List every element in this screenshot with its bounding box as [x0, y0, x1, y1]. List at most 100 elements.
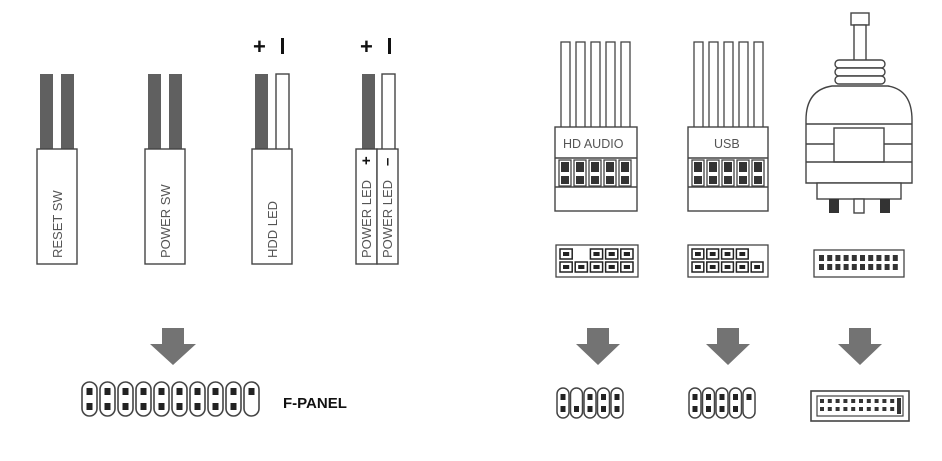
connector-housing [144, 148, 186, 265]
usb-wires [693, 41, 764, 129]
usb3-strain-ring [834, 59, 886, 69]
header-pin-cell [171, 381, 188, 417]
header-pin-cell [153, 381, 170, 417]
wire-white [693, 41, 704, 129]
plug-pin [746, 394, 752, 400]
header-pin [230, 388, 237, 395]
pin-window-contact [724, 176, 732, 184]
usb-connector: USB [687, 41, 769, 212]
usb3-latch [880, 199, 890, 213]
hdd-led-minus [281, 38, 284, 54]
header-pin [608, 252, 615, 256]
usb3-plug-base [816, 182, 902, 200]
pin-window-contact [694, 176, 702, 184]
plug-pin [851, 399, 856, 403]
usb3-connector [805, 12, 913, 214]
plug-pin [843, 407, 848, 411]
hd-audio-wires [560, 41, 631, 129]
down-arrow-icon [706, 328, 750, 365]
header-pin [819, 264, 824, 270]
header-pin [709, 252, 716, 256]
usb3-plug-window [833, 127, 885, 163]
plug-pin [820, 399, 824, 403]
plug-pin [574, 406, 579, 412]
plug-pin [733, 406, 738, 412]
plug-pin [587, 394, 593, 400]
plug-pin [601, 394, 606, 400]
plug-pin [587, 406, 593, 412]
plug-pin [851, 407, 856, 411]
header-pin [212, 403, 219, 410]
plug-pin-cell [701, 387, 716, 419]
header-pin [876, 255, 882, 261]
wire-white [575, 41, 586, 129]
header-pin [709, 265, 716, 269]
header-pin [892, 255, 898, 261]
pin-window-contact [591, 176, 599, 184]
pin-window-contact [576, 162, 584, 172]
header-pin [563, 252, 570, 256]
pin-window-contact [621, 176, 629, 184]
header-pin [724, 252, 731, 256]
plug-pin [890, 407, 895, 411]
pin-window-contact [709, 176, 717, 184]
header-pin-cell [99, 381, 116, 417]
wire-dark [61, 74, 74, 152]
header-pin [835, 264, 841, 270]
plug-pin [614, 406, 620, 412]
reset-sw-connector: RESET SW [36, 74, 78, 265]
header-pin [868, 264, 874, 270]
plug-pin [733, 394, 738, 400]
header-pin-cell [225, 381, 242, 417]
header-pin [876, 264, 882, 270]
plug-pin-cell [728, 387, 743, 419]
wire-white [620, 41, 631, 129]
header-pin [176, 403, 183, 410]
header-pin [230, 403, 237, 410]
header-pin [140, 388, 147, 395]
power-led-plus: + [360, 34, 373, 59]
header-pin [860, 255, 865, 261]
wire-white [723, 41, 734, 129]
plug-pin-cell [596, 387, 611, 419]
plug-pin [706, 394, 711, 400]
plug-pin [692, 406, 698, 412]
header-pin [623, 252, 630, 256]
plug-pin-cell [569, 387, 584, 419]
plug-pin [560, 394, 566, 400]
wire-white [381, 73, 396, 153]
header-pin [176, 388, 183, 395]
connector-housing-right [376, 148, 399, 265]
plug-pin [859, 399, 863, 403]
power-led-minus [388, 38, 391, 54]
usb-label: USB [714, 137, 740, 151]
pin-window-contact [561, 176, 569, 184]
plug-pin [614, 394, 620, 400]
hdd-led-connector: + HDD LED [251, 34, 293, 265]
header-pin [158, 388, 165, 395]
plug-pin [882, 407, 887, 411]
header-pin [608, 265, 615, 269]
plug-pin [843, 399, 848, 403]
hd-audio-label: HD AUDIO [563, 137, 624, 151]
plug-key [897, 398, 901, 414]
header-pin [194, 403, 201, 410]
header-pin [578, 265, 585, 269]
hdd-led-plus: + [253, 34, 266, 59]
power-sw-connector: POWER SW [144, 74, 186, 265]
wire-dark [40, 74, 53, 152]
connector-housing [36, 148, 78, 265]
header-pin [248, 388, 255, 395]
usb-mb-header [687, 244, 769, 278]
usb3-strain-ring [834, 75, 886, 85]
power-led-plus-mark: + [358, 156, 375, 165]
header-pin [695, 252, 701, 256]
pin-window-contact [591, 162, 599, 172]
header-pin [104, 388, 111, 395]
wire-dark [169, 74, 182, 152]
header-pin [827, 264, 833, 270]
pin-window-contact [606, 176, 614, 184]
header-pin [892, 264, 898, 270]
pin-window-contact [739, 162, 747, 172]
pin-window-contact [576, 176, 584, 184]
